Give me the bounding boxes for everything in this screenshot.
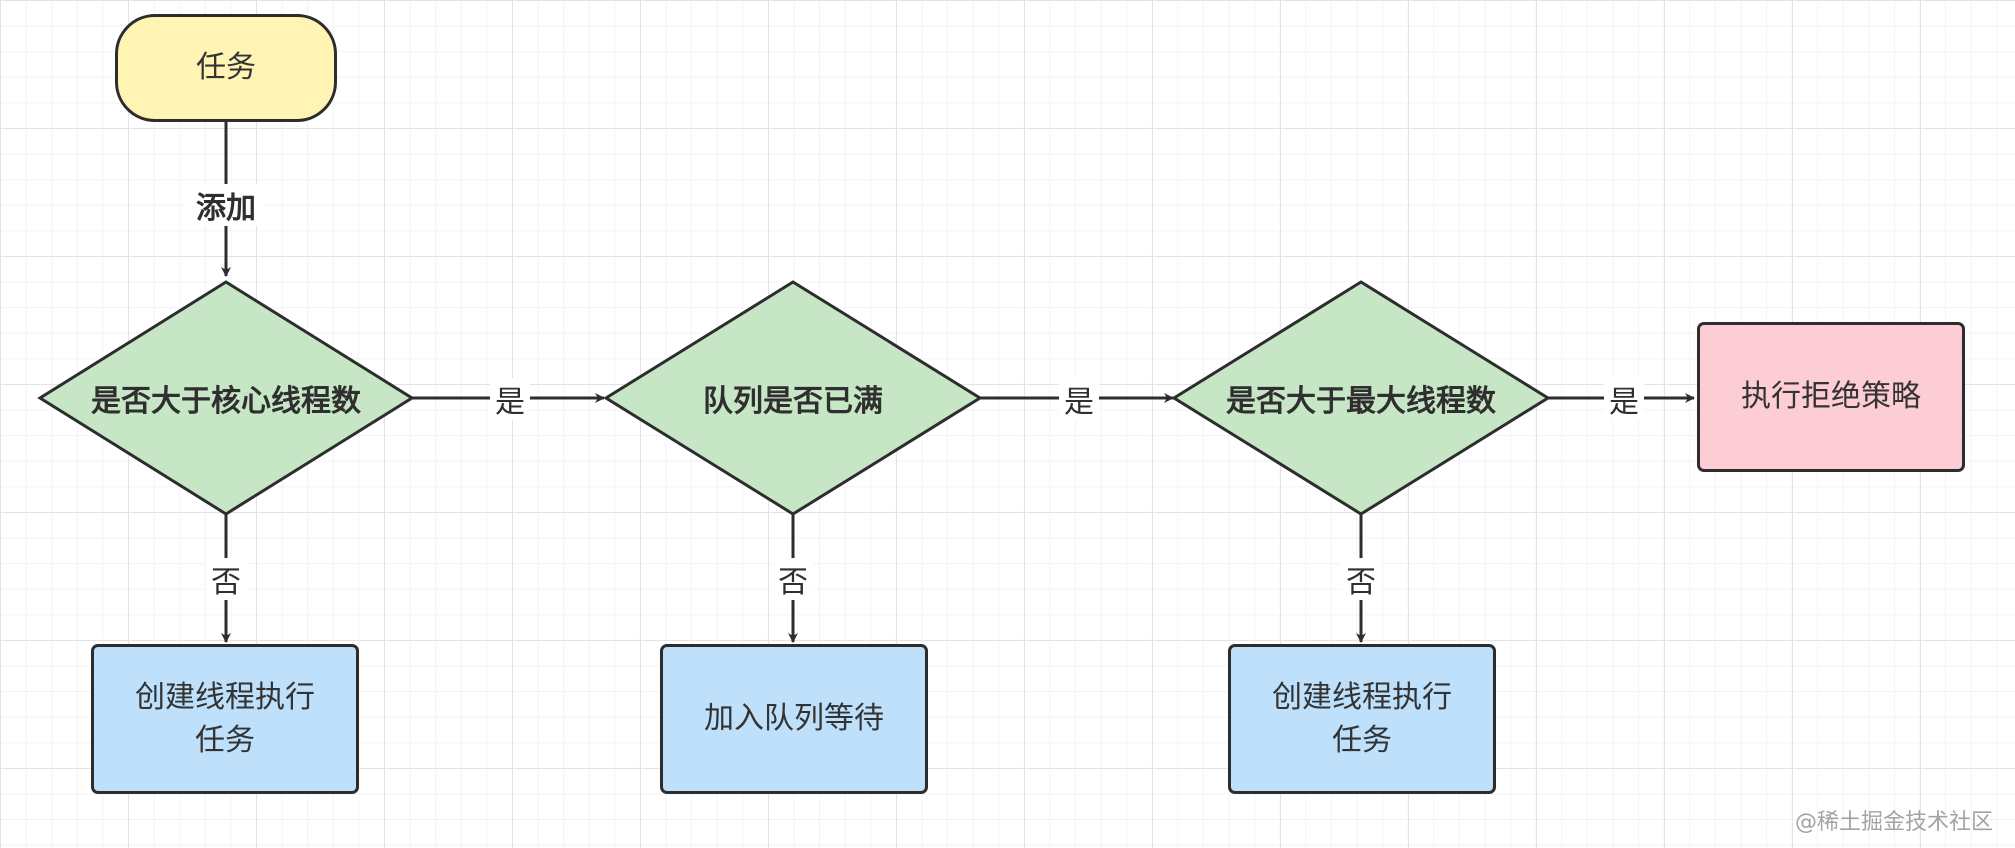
enqueue-label: 加入队列等待 <box>704 701 884 737</box>
create-thread-node-2: 创建线程执行任务 <box>1228 644 1496 794</box>
edge-label-yes-3: 是 <box>1604 378 1644 420</box>
edge-label-add: 添加 <box>186 184 266 226</box>
decision-queue-label: 队列是否已满 <box>703 384 883 419</box>
decision-core-label: 是否大于核心线程数 <box>91 384 361 419</box>
decision-max-label: 是否大于最大线程数 <box>1226 384 1496 419</box>
decision-max-diamond <box>1171 280 1551 516</box>
create-thread-node-1: 创建线程执行任务 <box>91 644 359 794</box>
reject-node: 执行拒绝策略 <box>1697 322 1965 472</box>
reject-label: 执行拒绝策略 <box>1741 379 1921 415</box>
decision-queue-diamond <box>603 280 983 516</box>
edge-label-no-1: 否 <box>206 558 246 600</box>
enqueue-node: 加入队列等待 <box>660 644 928 794</box>
create-thread-label-2: 创建线程执行任务 <box>1272 679 1452 759</box>
edge-label-yes-1: 是 <box>490 378 530 420</box>
edge-label-no-3: 否 <box>1341 558 1381 600</box>
start-node: 任务 <box>115 14 337 122</box>
create-thread-label-1: 创建线程执行任务 <box>135 679 315 759</box>
decision-core-diamond <box>37 280 415 516</box>
edge-label-yes-2: 是 <box>1059 378 1099 420</box>
edge-label-no-2: 否 <box>773 558 813 600</box>
watermark: @稀土掘金技术社区 <box>1794 810 1993 835</box>
start-label: 任务 <box>196 50 256 86</box>
